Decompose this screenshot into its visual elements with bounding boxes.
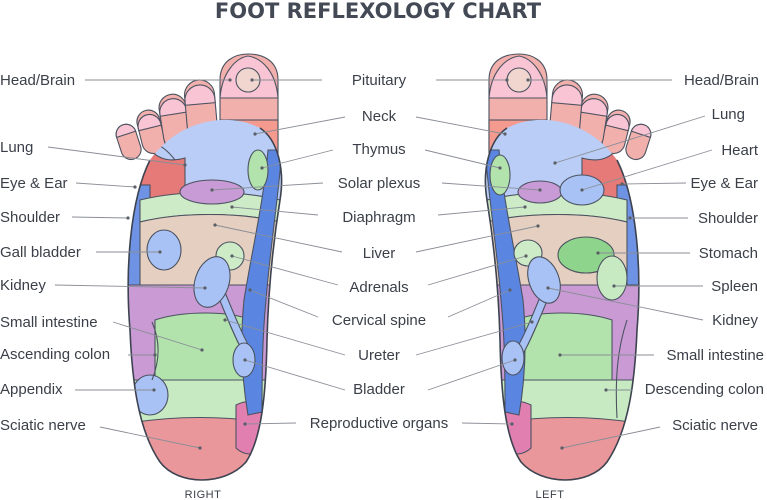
right-foot: RIGHT [115, 53, 283, 500]
labels-right-foot: Head/Brain Lung Eye & Ear Shoulder Gall … [0, 72, 110, 434]
left-thymus-zone [489, 154, 511, 196]
label-ureter: Ureter [358, 347, 400, 364]
label-liver: Liver [363, 245, 396, 262]
labels-center: Pituitary Neck Thymus Solar plexus Diaph… [310, 72, 448, 432]
spleen-zone [596, 255, 628, 301]
label-eye-ear-left: Eye & Ear [690, 175, 758, 192]
label-head-brain-left: Head/Brain [684, 72, 759, 89]
right-foot-outline [127, 127, 283, 481]
label-cervical-spine: Cervical spine [332, 312, 426, 329]
right-foot-label: RIGHT [185, 489, 222, 500]
label-appendix: Appendix [0, 381, 63, 398]
label-head-brain-right: Head/Brain [0, 72, 75, 89]
label-small-intestine-right: Small intestine [0, 314, 98, 331]
label-lung-left: Lung [712, 106, 745, 123]
left-solar-plexus-zone [517, 180, 563, 204]
label-diaphragm: Diaphragm [342, 209, 415, 226]
label-bladder: Bladder [353, 381, 405, 398]
chart-title: FOOT REFLEXOLOGY CHART [215, 0, 542, 23]
label-spleen: Spleen [711, 278, 758, 295]
right-toe-4 [136, 109, 166, 155]
label-shoulder-left: Shoulder [698, 210, 758, 227]
solar-plexus-zone [179, 179, 245, 205]
label-descending-colon: Descending colon [645, 381, 764, 398]
label-lung-right: Lung [0, 139, 33, 156]
labels-left-foot: Head/Brain Lung Heart Eye & Ear Shoulder… [645, 72, 764, 434]
label-sciatic-nerve-right: Sciatic nerve [0, 417, 86, 434]
gall-bladder-zone [146, 229, 182, 271]
label-ascending-colon: Ascending colon [0, 346, 110, 363]
label-neck: Neck [362, 108, 397, 125]
left-bladder-zone [501, 340, 525, 376]
right-kidney-zone [193, 256, 231, 308]
label-stomach: Stomach [699, 245, 758, 262]
leader-lines [47, 78, 713, 450]
label-sciatic-nerve-left: Sciatic nerve [672, 417, 758, 434]
left-foot-label: LEFT [536, 489, 565, 500]
label-shoulder-right: Shoulder [0, 209, 60, 226]
thymus-zone [247, 149, 269, 191]
label-gall-bladder: Gall bladder [0, 244, 81, 261]
label-heart: Heart [721, 142, 759, 159]
right-toe-5 [115, 123, 142, 161]
left-kidney-zone [527, 256, 561, 304]
label-kidney-left: Kidney [712, 312, 758, 329]
label-reproductive-organs: Reproductive organs [310, 415, 448, 432]
label-pituitary: Pituitary [352, 72, 407, 89]
label-thymus: Thymus [352, 141, 405, 158]
label-eye-ear-right: Eye & Ear [0, 175, 68, 192]
left-toe-4 [601, 109, 631, 155]
label-adrenals: Adrenals [349, 279, 408, 296]
label-small-intestine-left: Small intestine [666, 347, 764, 364]
label-solar-plexus: Solar plexus [338, 175, 421, 192]
label-kidney-right: Kidney [0, 277, 46, 294]
